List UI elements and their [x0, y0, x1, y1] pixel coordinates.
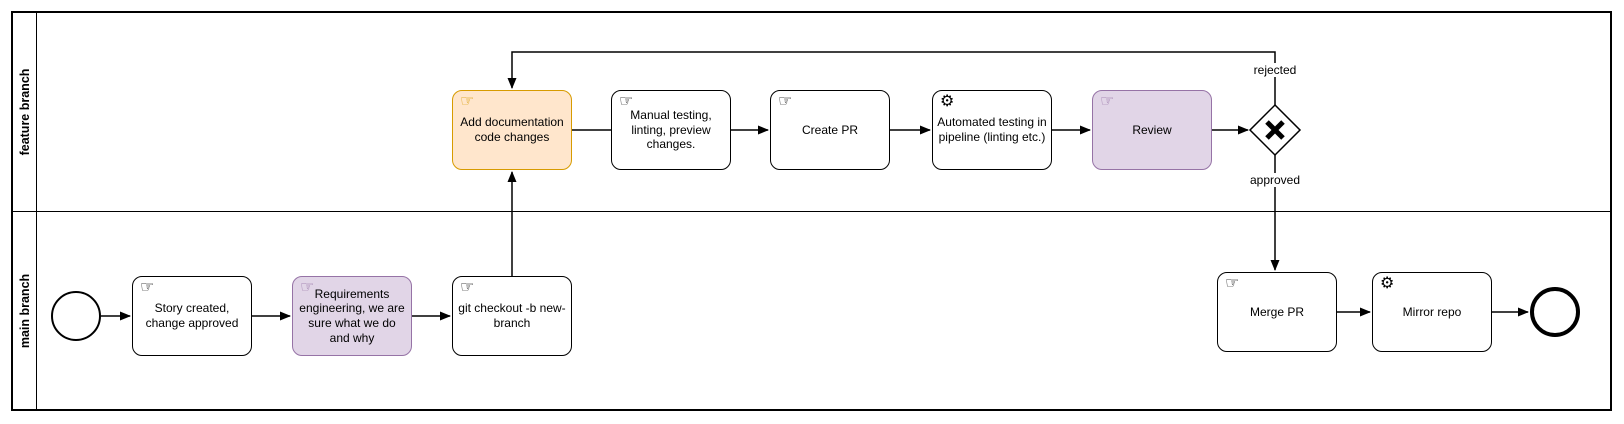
task-requirements-engineering: ☞ Requirements engineering, we are sure …	[292, 276, 412, 356]
lane-header-feature-branch: feature branch	[13, 13, 37, 211]
start-event	[51, 291, 101, 341]
task-automated-testing: ⚙ Automated testing in pipeline (linting…	[932, 90, 1052, 170]
task-label: Mirror repo	[1402, 304, 1462, 319]
manual-task-hand-icon: ☞	[460, 91, 475, 110]
manual-task-hand-icon: ☞	[460, 277, 475, 296]
manual-task-hand-icon: ☞	[1225, 273, 1240, 292]
task-mirror-repo: ⚙ Mirror repo	[1372, 272, 1492, 352]
lane-label-main-branch: main branch	[17, 273, 32, 348]
task-manual-testing: ☞ Manual testing, linting, preview chang…	[611, 90, 731, 170]
task-create-pr: ☞ Create PR	[770, 90, 890, 170]
manual-task-hand-icon: ☞	[140, 277, 155, 296]
task-git-checkout: ☞ git checkout -b new-branch	[452, 276, 572, 356]
task-label: Create PR	[801, 122, 859, 137]
lane-label-feature-branch: feature branch	[17, 68, 32, 156]
manual-task-hand-icon: ☞	[300, 277, 315, 296]
end-event	[1530, 287, 1580, 337]
task-label: git checkout -b new-branch	[458, 301, 566, 330]
task-label: Review	[1132, 122, 1172, 137]
service-task-gear-icon: ⚙	[940, 91, 955, 110]
manual-task-hand-icon: ☞	[778, 91, 793, 110]
task-label: Requirements engineering, we are sure wh…	[299, 286, 405, 345]
task-label: Add documentation code changes	[460, 115, 564, 144]
edge-label-approved: approved	[1247, 173, 1303, 187]
task-story-created: ☞ Story created, change approved	[132, 276, 252, 356]
manual-task-hand-icon: ☞	[1100, 91, 1115, 110]
task-label: Merge PR	[1249, 304, 1305, 319]
task-merge-pr: ☞ Merge PR	[1217, 272, 1337, 352]
manual-task-hand-icon: ☞	[619, 91, 634, 110]
lane-feature-branch: feature branch	[13, 13, 1610, 212]
pool: feature branch main branch	[11, 11, 1612, 411]
lane-header-main-branch: main branch	[13, 212, 37, 409]
task-label: Manual testing, linting, preview changes…	[630, 108, 712, 152]
task-review: ☞ Review	[1092, 90, 1212, 170]
edge-label-rejected: rejected	[1251, 63, 1299, 77]
lane-main-branch: main branch	[13, 212, 1610, 409]
task-add-documentation: ☞ Add documentation code changes	[452, 90, 572, 170]
task-label: Story created, change approved	[145, 301, 239, 330]
task-label: Automated testing in pipeline (linting e…	[937, 115, 1047, 144]
service-task-gear-icon: ⚙	[1380, 273, 1395, 292]
